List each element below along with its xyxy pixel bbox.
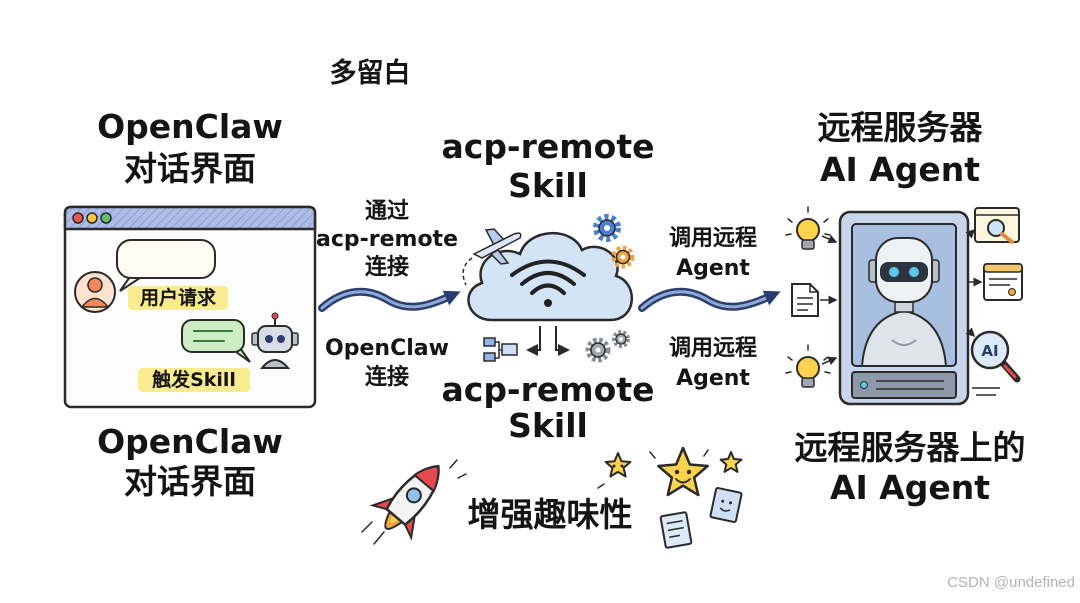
left-title: OpenClaw 对话界面: [78, 106, 302, 190]
arrow-left: [318, 287, 461, 312]
arrow-right: [638, 287, 781, 312]
center-caption: acp-remote Skill: [430, 372, 666, 444]
trigger-label-highlight: [138, 368, 250, 392]
right-caption-line: 远程服务器上的: [794, 428, 1026, 467]
speech-bubble-icon: [116, 239, 216, 292]
left-caption-line: OpenClaw: [97, 422, 283, 461]
arrow-left-bottom-line: 连接: [364, 365, 409, 390]
center-title-line: acp-remote: [441, 127, 655, 166]
ai-device: [838, 210, 970, 406]
user-label-highlight: [128, 286, 228, 310]
lightbulb-icon: [785, 344, 831, 388]
star-icon: [721, 452, 742, 472]
flow-nodes-icon: [483, 337, 518, 362]
arrow-right-top-line: 调用远程: [668, 226, 757, 251]
ai-magnifier-icon: AI: [970, 330, 1021, 396]
ai-badge: AI: [981, 342, 998, 360]
center-caption-line: Skill: [508, 406, 588, 445]
user-request-label: 用户请求: [139, 287, 216, 309]
star-icon: [658, 448, 707, 495]
arrow-right-top-label: 调用远程 Agent: [638, 224, 788, 284]
left-caption: OpenClaw 对话界面: [78, 422, 302, 502]
top-note: 多留白: [329, 58, 411, 89]
right-title-line: AI Agent: [819, 150, 981, 189]
device-base: [851, 371, 957, 399]
watermark: CSDN @undefined: [947, 574, 1075, 591]
arrow-left-bottom-line: OpenClaw: [325, 336, 449, 361]
user-avatar-icon: [74, 271, 116, 313]
window-dot-green-icon: [100, 212, 112, 224]
right-title: 远程服务器 AI Agent: [790, 107, 1010, 191]
connector-arrows-icon: [526, 326, 570, 356]
arrow-right-bottom-line: Agent: [676, 366, 750, 391]
airplane-icon: [462, 228, 522, 286]
left-title-line: OpenClaw: [97, 107, 283, 146]
rocket-icon: [369, 464, 440, 541]
center-title-line: Skill: [508, 166, 588, 205]
arrow-right-bottom-label: 调用远程 Agent: [638, 334, 788, 394]
window-titlebar: [63, 205, 317, 231]
left-caption-line: 对话界面: [124, 462, 256, 501]
sparkle-lines: [597, 449, 709, 489]
star-icon: [606, 453, 631, 477]
robot-agent-icon: [860, 237, 948, 367]
right-title-line: 远程服务器: [817, 108, 983, 147]
connector-lines: [820, 228, 983, 366]
left-title-line: 对话界面: [124, 149, 256, 188]
document-icon: [659, 511, 693, 549]
lightbulb-icon: [785, 206, 831, 250]
wifi-icon: [510, 259, 586, 307]
arrow-right-bottom-line: 调用远程: [668, 336, 757, 361]
chat-window: [63, 205, 317, 409]
document-icon: [791, 283, 819, 317]
cloud-icon: [467, 232, 633, 322]
right-caption-line: AI Agent: [829, 468, 991, 507]
arrow-right-top-line: Agent: [676, 256, 750, 281]
gear-orange-icon: [611, 245, 635, 269]
fun-label: 增强趣味性: [467, 495, 633, 534]
gear-gray-icon: [585, 330, 630, 363]
gear-blue-icon: [593, 214, 621, 242]
search-window-icon: [974, 207, 1020, 244]
document-icon: [709, 486, 743, 524]
center-title: acp-remote Skill: [430, 127, 666, 205]
arrow-left-top-line: 连接: [364, 255, 409, 280]
arrow-left-top-line: acp-remote: [315, 227, 458, 252]
chat-bubble-icon: [181, 319, 251, 363]
arrow-left-bottom-label: OpenClaw 连接: [312, 334, 462, 392]
arrow-left-top-label: 通过 acp-remote 连接: [312, 198, 462, 282]
trigger-skill-label: 触发Skill: [152, 369, 236, 391]
motion-lines: [361, 459, 467, 545]
right-caption: 远程服务器上的 AI Agent: [775, 428, 1045, 508]
center-caption-line: acp-remote: [441, 370, 655, 409]
robot-icon: [251, 312, 299, 369]
window-dot-red-icon: [72, 212, 84, 224]
browser-window-icon: [983, 263, 1023, 301]
window-dot-yellow-icon: [86, 212, 98, 224]
arrow-left-top-line: 通过: [364, 199, 409, 224]
